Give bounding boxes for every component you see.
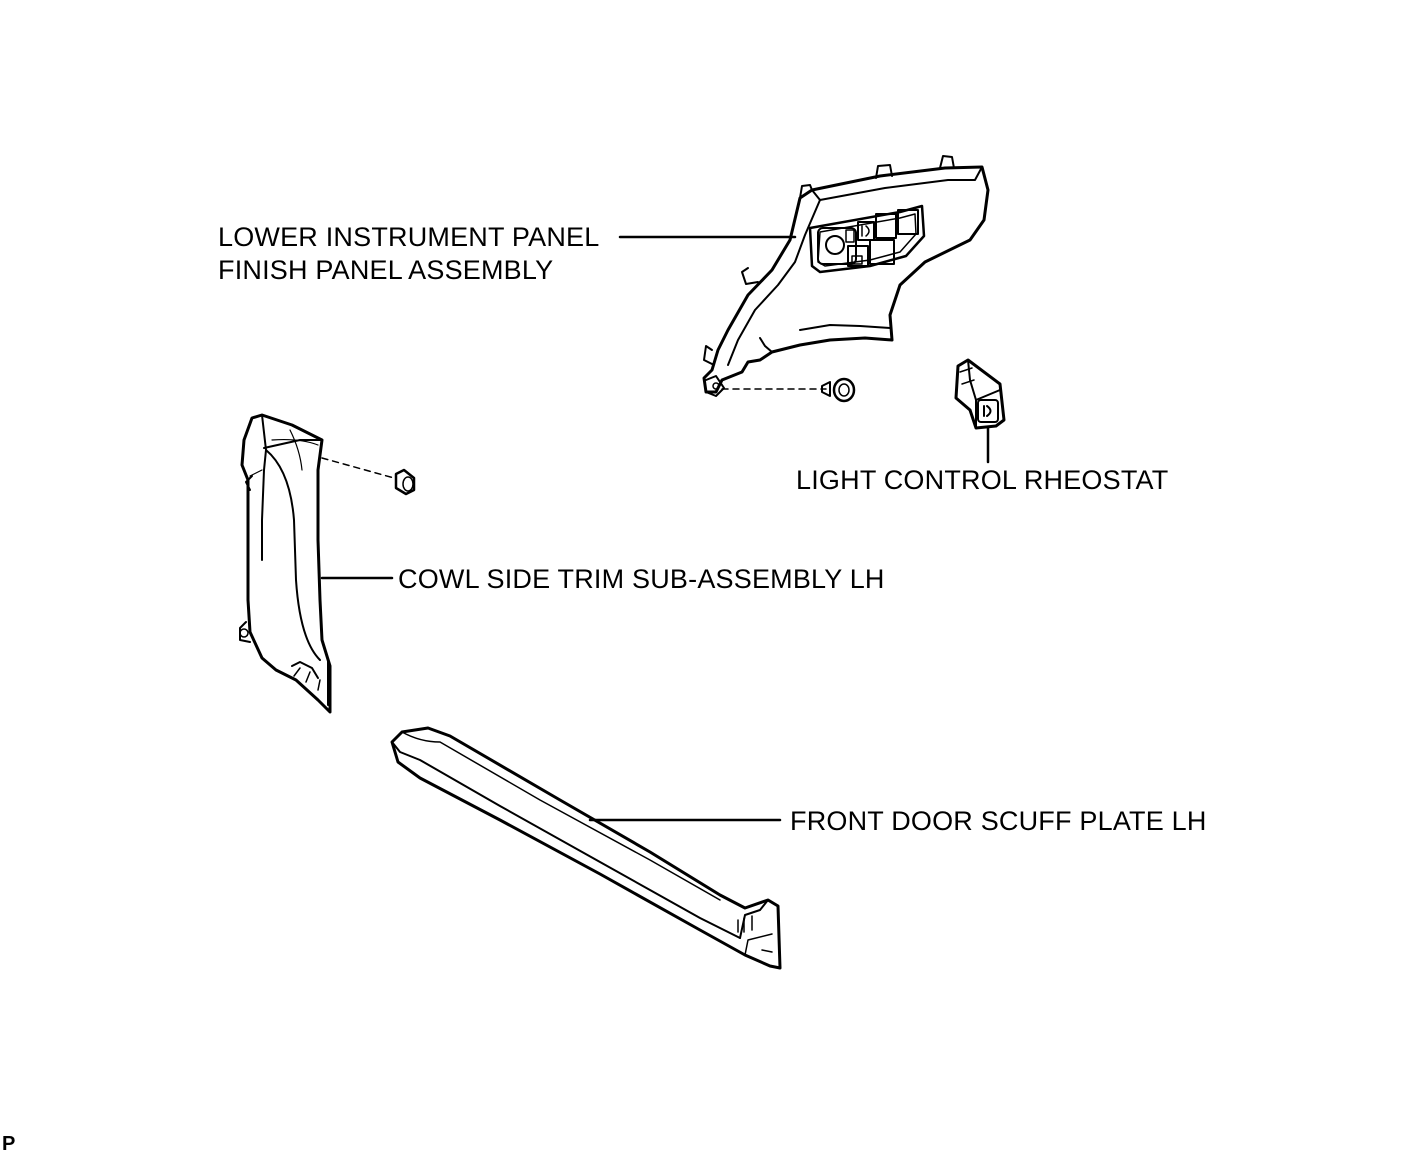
cowl-clip-drawing: [322, 458, 414, 494]
cowl-side-trim-drawing: [240, 415, 330, 712]
screw-drawing: [722, 379, 854, 401]
label-lower-panel-line1: LOWER INSTRUMENT PANEL: [218, 222, 600, 252]
corner-code: P: [2, 1133, 16, 1155]
light-control-rheostat-drawing: [956, 360, 1004, 428]
label-light-control-rheostat: LIGHT CONTROL RHEOSTAT: [796, 465, 1169, 495]
label-lower-panel-line2: FINISH PANEL ASSEMBLY: [218, 255, 554, 285]
front-door-scuff-plate-drawing: [392, 728, 780, 968]
label-cowl-side-trim: COWL SIDE TRIM SUB-ASSEMBLY LH: [398, 564, 885, 594]
lower-instrument-panel-drawing: [704, 156, 988, 396]
label-front-door-scuff-plate: FRONT DOOR SCUFF PLATE LH: [790, 806, 1207, 836]
